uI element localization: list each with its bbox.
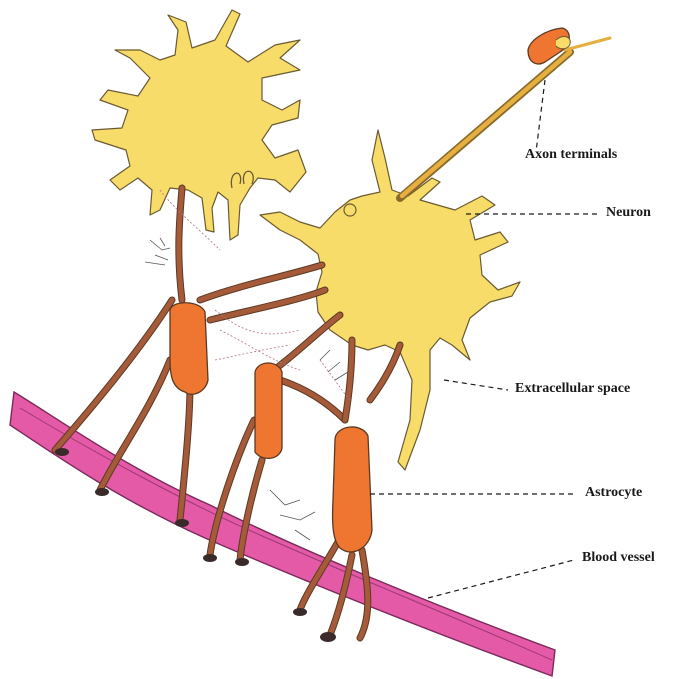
label-axon-terminals: Axon terminals: [525, 147, 617, 163]
leader-blood-vessel: [428, 560, 574, 598]
label-astrocyte: Astrocyte: [585, 485, 642, 501]
astrocyte-body-1: [170, 303, 208, 395]
neuron-upper-left: [92, 10, 306, 240]
axon-core: [402, 52, 570, 196]
label-neuron: Neuron: [606, 205, 651, 221]
astrocyte-body-2: [255, 363, 282, 458]
leader-axon-terminals: [536, 80, 545, 152]
astrocyte-body-3: [333, 427, 372, 552]
label-blood-vessel: Blood vessel: [582, 550, 655, 566]
axon-terminal: [556, 37, 570, 49]
axon-extension: [565, 38, 610, 50]
leader-extracellular-space: [444, 380, 508, 390]
label-extracellular-space: Extracellular space: [515, 381, 630, 397]
